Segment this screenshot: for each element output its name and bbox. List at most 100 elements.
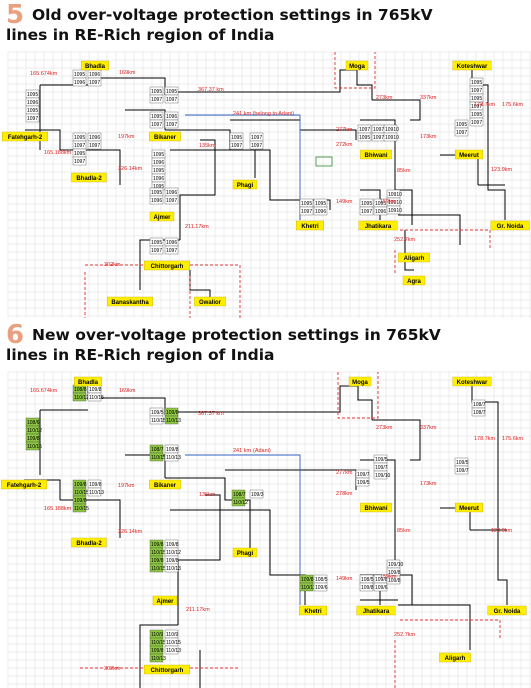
section1-title-line2: lines in RE-Rich region of India xyxy=(6,26,275,44)
station-box xyxy=(439,652,471,663)
distance-label: 211.17km xyxy=(186,607,210,613)
station-box xyxy=(106,296,153,307)
svg-text:1095: 1095 xyxy=(315,201,326,207)
distance-label: 277km xyxy=(336,470,353,476)
svg-text:1095: 1095 xyxy=(27,92,38,98)
svg-text:109/10: 109/10 xyxy=(388,562,404,568)
svg-text:1095: 1095 xyxy=(74,135,85,141)
svg-text:109/8: 109/8 xyxy=(151,542,164,548)
station-box xyxy=(358,220,398,231)
station-box xyxy=(71,537,107,548)
svg-text:110/12: 110/12 xyxy=(27,428,42,434)
svg-text:110/13: 110/13 xyxy=(166,566,181,572)
station-box xyxy=(73,376,102,387)
dashed-boundary xyxy=(334,52,376,89)
svg-text:1095: 1095 xyxy=(471,80,482,86)
station-label: Bhadla-2 xyxy=(76,541,102,547)
station-label: Jhatikara xyxy=(363,609,390,615)
svg-text:109/5: 109/5 xyxy=(357,480,370,486)
svg-text:109/7: 109/7 xyxy=(375,465,388,471)
svg-text:1095: 1095 xyxy=(151,89,162,95)
svg-text:109/3: 109/3 xyxy=(251,492,264,498)
station-box xyxy=(143,664,190,675)
station-label: Chittorgarh xyxy=(151,264,184,270)
svg-text:110/12: 110/12 xyxy=(74,395,89,401)
svg-text:110/13: 110/13 xyxy=(166,455,181,461)
svg-text:1097: 1097 xyxy=(251,143,262,149)
station-label: Koteshwar xyxy=(457,64,488,70)
transmission-line xyxy=(139,624,178,688)
section1-title-line1: Old over-voltage protection settings in … xyxy=(32,6,433,24)
transmission-line xyxy=(165,69,357,93)
distance-label: 85km xyxy=(397,168,411,174)
distance-label: 273km xyxy=(376,425,393,431)
distance-label: 159km xyxy=(380,574,397,580)
svg-text:109/7: 109/7 xyxy=(456,468,469,474)
distance-label: 135km xyxy=(199,492,216,498)
svg-text:1095: 1095 xyxy=(471,96,482,102)
station-box xyxy=(232,179,258,190)
distance-label: 123.9km xyxy=(491,528,513,534)
station-box xyxy=(490,220,530,231)
station-box xyxy=(345,60,369,71)
station-box xyxy=(348,376,372,387)
svg-text:1097: 1097 xyxy=(74,143,85,149)
station-label: Khetri xyxy=(301,224,319,230)
station-label: Gr. Noida xyxy=(497,224,524,230)
distance-label: 302km xyxy=(104,262,121,268)
svg-text:1097: 1097 xyxy=(151,248,162,254)
station-label: Jhatikara xyxy=(365,224,392,230)
svg-text:1096: 1096 xyxy=(375,209,386,215)
station-label: Bikaner xyxy=(154,483,177,489)
station-box xyxy=(1,131,48,142)
distance-label: 149km xyxy=(336,199,353,205)
distance-label: 272km xyxy=(336,142,353,148)
distance-label: (Adani) xyxy=(253,448,271,454)
station-box xyxy=(299,605,328,616)
svg-text:1095: 1095 xyxy=(301,201,312,207)
transmission-line xyxy=(497,470,508,605)
svg-text:110/15: 110/15 xyxy=(89,395,104,401)
svg-text:110/15: 110/15 xyxy=(151,455,166,461)
svg-text:109/8: 109/8 xyxy=(151,648,164,654)
station-box xyxy=(398,252,430,263)
transmission-line xyxy=(394,500,413,605)
station-box xyxy=(452,376,492,387)
dashed-boundary xyxy=(337,372,379,419)
transmission-line xyxy=(165,477,251,548)
adani-line xyxy=(185,114,301,220)
svg-text:109/10: 109/10 xyxy=(375,473,391,479)
svg-text:1097: 1097 xyxy=(471,104,482,110)
svg-text:109/6: 109/6 xyxy=(375,585,388,591)
distance-label: 135km xyxy=(199,143,216,149)
distance-label: 241 km (belong to Adani) xyxy=(233,111,294,117)
station-label: Bhadla-2 xyxy=(76,176,102,182)
svg-text:109/8: 109/8 xyxy=(166,542,179,548)
distance-label: 169km xyxy=(119,70,136,76)
svg-text:1095: 1095 xyxy=(74,72,85,78)
distance-label: 175.6km xyxy=(502,436,524,442)
svg-text:1097: 1097 xyxy=(471,88,482,94)
svg-text:10910: 10910 xyxy=(385,127,399,133)
transmission-line xyxy=(179,139,216,212)
svg-text:110/15: 110/15 xyxy=(151,640,166,646)
station-box xyxy=(360,502,392,513)
station-box xyxy=(296,220,325,231)
